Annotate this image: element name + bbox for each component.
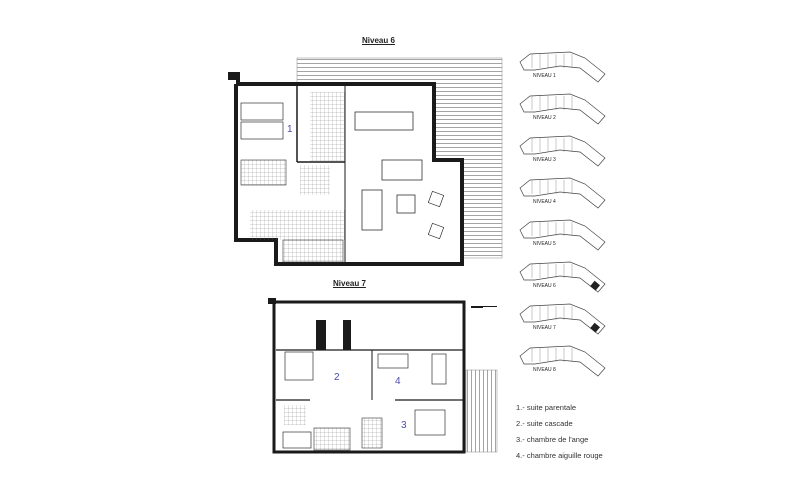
thumbnail-label: NIVEAU 2 [533,115,556,121]
legend-item-4: 4.- chambre aiguille rouge [516,451,603,460]
sofa-2 [361,189,383,231]
thumbnail-label: NIVEAU 6 [533,283,556,289]
niveau-6-title: Niveau 6 [362,36,395,45]
room-number-1: 1 [287,124,293,135]
legend-item-3: 3.- chambre de l'ange [516,435,589,444]
coffee-table [396,194,416,214]
room-number-3: 3 [401,420,407,431]
thumbnail-label: NIVEAU 8 [533,367,556,373]
thumbnail-label: NIVEAU 7 [533,325,556,331]
thumbnail-niveau-7: NIVEAU 7 [519,303,606,335]
sofa [381,159,423,181]
legend-item-2: 2.- suite cascade [516,419,573,428]
apartment-highlight [590,322,600,333]
thumbnail-niveau-6: NIVEAU 6 [519,261,606,293]
walls [272,300,466,454]
thumbnail-label: NIVEAU 3 [533,157,556,163]
room-number-2: 2 [334,372,340,383]
niveau-7-title: Niveau 7 [333,279,366,288]
thumbnail-label: NIVEAU 1 [533,73,556,79]
thumbnail-niveau-8: NIVEAU 8 [519,345,606,377]
niveau-6-plan: 1 [228,57,503,266]
thumbnail-label: NIVEAU 5 [533,241,556,247]
balcony [465,369,498,453]
room-number-4: 4 [395,376,401,387]
thumbnail-niveau-2: NIVEAU 2 [519,93,606,125]
thumbnail-niveau-1: NIVEAU 1 [519,51,606,83]
legend-item-1: 1.- suite parentale [516,403,577,412]
thumbnail-niveau-3: NIVEAU 3 [519,135,606,167]
thumbnail-niveau-4: NIVEAU 4 [519,177,606,209]
room-legend: 1.- suite parentale 2.- suite cascade 3.… [516,400,603,464]
building-thumbnails: NIVEAU 1 NIVEAU 2 NIVEAU 3 NIVEAU 4 NIVEAU 5… [519,51,606,377]
niveau-7-plan: 2 4 3 [268,298,498,454]
thumbnail-niveau-5: NIVEAU 5 [519,219,606,251]
dining-table [354,111,414,131]
apartment-highlight [590,280,600,291]
thumbnail-label: NIVEAU 4 [533,199,556,205]
scale-bar [471,306,497,308]
